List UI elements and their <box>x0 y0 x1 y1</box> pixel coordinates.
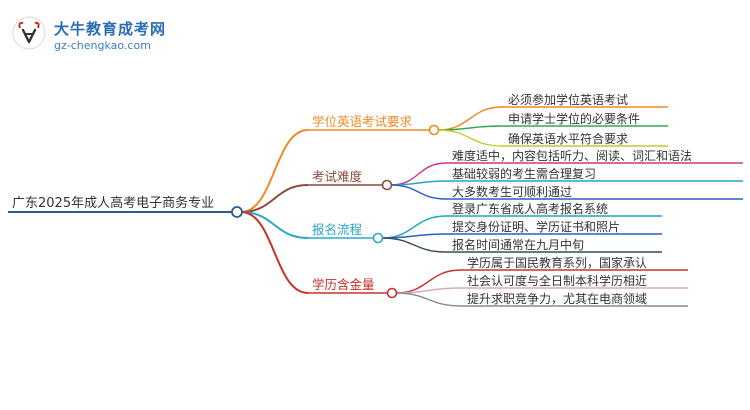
child-connector <box>390 184 447 200</box>
child-label: 登录广东省成人高考报名系统 <box>452 201 608 216</box>
branch-label: 考试难度 <box>312 169 363 184</box>
child-connector <box>381 233 447 239</box>
child-connector <box>395 287 462 294</box>
child-label: 提交身份证明、学历证书和照片 <box>452 219 620 234</box>
child-label: 学历属于国民教育系列，国家承认 <box>467 255 647 270</box>
child-connector <box>437 129 503 147</box>
root-label: 广东2025年成人高考电子商务专业 <box>12 195 214 211</box>
bull-logo-icon <box>12 16 46 50</box>
child-connector <box>395 269 462 294</box>
site-url: gz-chengkao.com <box>54 39 151 52</box>
site-title: 大牛教育成考网 <box>54 20 167 38</box>
child-label: 大多数考生可顺利通过 <box>452 184 572 199</box>
branch-node-dot <box>372 232 384 244</box>
branch-label: 报名流程 <box>312 222 363 237</box>
branch-connector <box>240 129 309 213</box>
child-connector <box>437 125 503 131</box>
child-label: 申请学士学位的必要条件 <box>508 111 640 126</box>
child-label: 基础较弱的考生需合理复习 <box>452 166 596 181</box>
branch-connector <box>240 184 309 213</box>
branch-node-dot <box>428 124 440 136</box>
child-label: 社会认可度与全日制本科学历相近 <box>467 273 647 288</box>
branch-connector <box>240 211 309 294</box>
branch-node-dot <box>386 287 398 299</box>
child-label: 难度适中，内容包括听力、阅读、词汇和语法 <box>452 148 692 163</box>
child-label: 必须参加学位英语考试 <box>508 92 628 107</box>
branch-label: 学历含金量 <box>312 277 375 292</box>
root-node-dot <box>231 206 243 218</box>
child-connector <box>395 292 462 307</box>
child-connector <box>390 180 447 186</box>
child-label: 报名时间通常在九月中旬 <box>452 237 584 252</box>
child-label: 确保英语水平符合要求 <box>508 131 628 146</box>
branch-connector <box>240 211 309 239</box>
child-label: 提升求职竞争力，尤其在电商领域 <box>467 291 647 306</box>
child-connector <box>381 237 447 253</box>
branch-node-dot <box>381 179 393 191</box>
branch-label: 学位英语考试要求 <box>312 114 413 129</box>
site-logo[interactable]: 大牛教育成考网 gz-chengkao.com <box>12 16 192 56</box>
